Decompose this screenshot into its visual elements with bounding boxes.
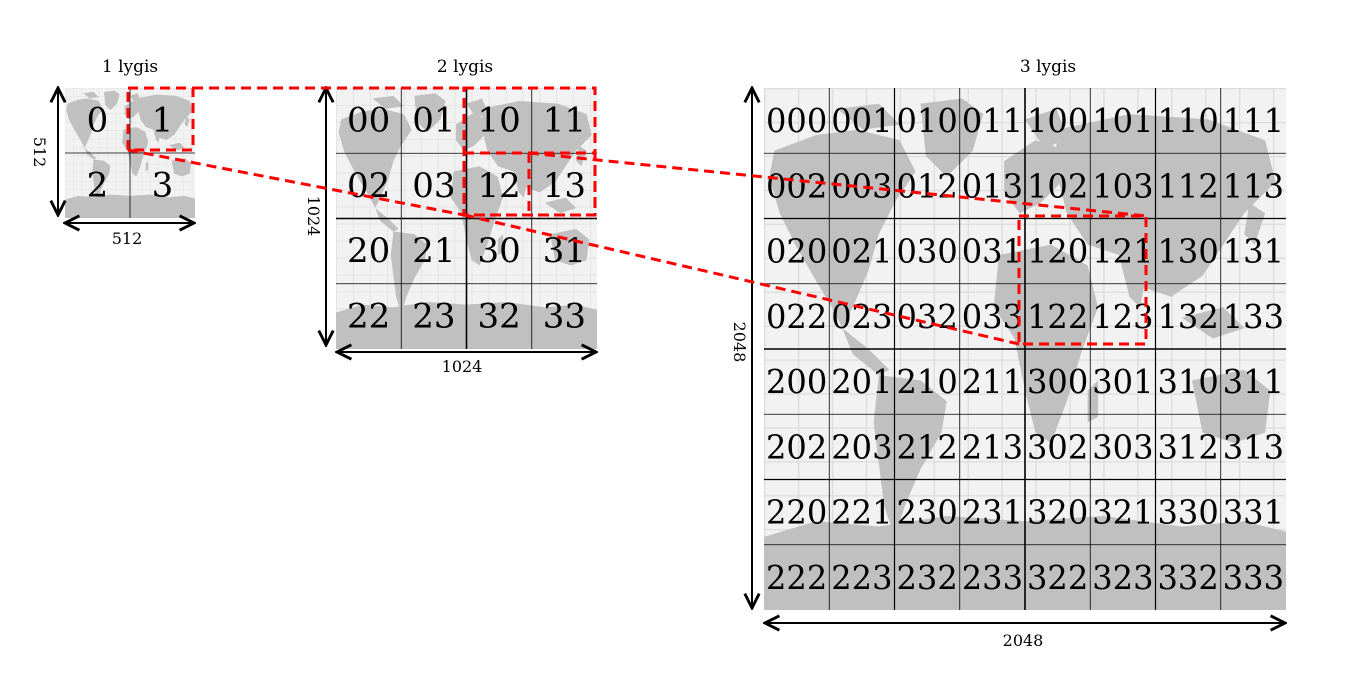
tile-label: 1 [152,101,174,141]
level-3-height-label: 2048 [730,322,749,363]
tile-label: 222 [766,558,827,597]
highlight-overlay [126,86,1148,346]
tile-label: 23 [412,296,455,336]
tile-label: 121 [1092,232,1153,271]
tile-label: 10 [477,101,520,141]
tile-label: 300 [1027,362,1088,401]
tile-label: 331 [1223,493,1284,532]
tile-label: 320 [1027,493,1088,532]
tile-label: 020 [766,232,827,271]
tile-label: 303 [1092,427,1153,466]
tile-label: 130 [1158,232,1219,271]
tile-label: 321 [1092,493,1153,532]
tile-label: 202 [766,427,827,466]
tile-label: 101 [1092,101,1153,140]
tile-label: 32 [477,296,520,336]
tile-label: 102 [1027,166,1088,205]
tile-label: 110 [1158,101,1219,140]
tile-label: 231 [962,493,1023,532]
tile-label: 220 [766,493,827,532]
connector-2-to-3-top [528,151,1147,218]
tile-label: 203 [831,427,892,466]
tile-label: 211 [962,362,1023,401]
tile-label: 111 [1223,101,1284,140]
level-1-highlight-box [126,86,195,152]
level-1-title: 1 lygis [102,57,158,77]
level-2-title: 2 lygis [437,57,493,77]
tile-label: 21 [412,231,455,271]
tile-label: 20 [347,231,390,271]
tile-label: 112 [1158,166,1219,205]
tile-label: 301 [1092,362,1153,401]
tile-label: 01 [412,101,455,141]
tile-label: 332 [1158,558,1219,597]
tile-label: 122 [1027,297,1088,336]
tile-label: 323 [1092,558,1153,597]
tile-label: 03 [412,166,455,206]
tile-label: 12 [477,166,520,206]
tile-label: 311 [1223,362,1284,401]
tile-label: 011 [962,101,1023,140]
tile-label: 312 [1158,427,1219,466]
tile-label: 00 [347,101,390,141]
tile-label: 230 [897,493,958,532]
tile-label: 100 [1027,101,1088,140]
tile-label: 010 [897,101,958,140]
tile-label: 132 [1158,297,1219,336]
tile-label: 3 [152,166,174,206]
tile-label: 33 [543,296,586,336]
tile-label: 003 [831,166,892,205]
tile-label: 012 [897,166,958,205]
tile-label: 103 [1092,166,1153,205]
level-2-height-label: 1024 [304,196,323,237]
level-1-height-label: 512 [30,137,49,168]
connector-1-to-2-bottom [127,148,465,217]
tile-label: 233 [962,558,1023,597]
tile-label: 200 [766,362,827,401]
tile-label: 2 [87,166,109,206]
tile-label: 113 [1223,166,1284,205]
tile-label: 123 [1092,297,1153,336]
level-3-title: 3 lygis [1020,57,1076,77]
tile-label: 310 [1158,362,1219,401]
tile-label: 131 [1223,232,1284,271]
tile-label: 033 [962,297,1023,336]
tile-label: 302 [1027,427,1088,466]
tile-label: 031 [962,232,1023,271]
tile-label: 0 [87,101,109,141]
tile-label: 333 [1223,558,1284,597]
tile-label: 213 [962,427,1023,466]
tile-label: 002 [766,166,827,205]
tile-label: 313 [1223,427,1284,466]
tile-label: 322 [1027,558,1088,597]
tile-label: 201 [831,362,892,401]
tile-label: 30 [477,231,520,271]
tile-label: 021 [831,232,892,271]
level-2-width-label: 1024 [442,357,483,376]
tile-label: 210 [897,362,958,401]
tile-label: 022 [766,297,827,336]
tile-label: 000 [766,101,827,140]
tile-label: 133 [1223,297,1284,336]
tile-label: 232 [897,558,958,597]
level-3-width-label: 2048 [1003,631,1044,650]
tile-label: 330 [1158,493,1219,532]
tile-label: 22 [347,296,390,336]
tile-label: 13 [543,166,586,206]
tile-label: 030 [897,232,958,271]
tile-label: 11 [543,101,586,141]
level-1-width-label: 512 [112,229,143,248]
tile-label: 212 [897,427,958,466]
tile-label: 001 [831,101,892,140]
level-1-grid: 0 1 2 3 [65,88,195,218]
tile-label: 120 [1027,232,1088,271]
tile-label: 221 [831,493,892,532]
tile-label: 223 [831,558,892,597]
